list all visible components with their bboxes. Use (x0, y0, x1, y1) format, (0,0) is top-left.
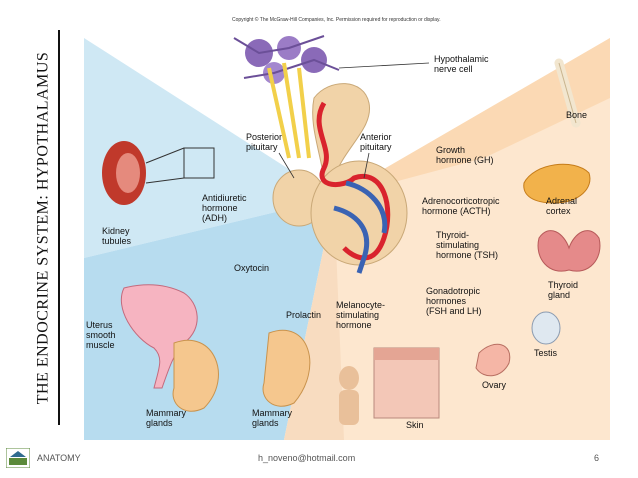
human-body (339, 390, 359, 425)
leader-posterior (278, 152, 295, 179)
uterus (120, 284, 198, 389)
axons (267, 62, 311, 159)
figure-art (84, 35, 610, 440)
label-tsh: Thyroid- stimulating hormone (TSH) (436, 230, 499, 260)
label-growth-hormone: Growth hormone (GH) (436, 145, 494, 165)
label-thyroid-gland: Thyroid gland (548, 280, 579, 300)
peach-band (334, 38, 610, 198)
leader-anterior (363, 152, 370, 179)
nerve-cells (233, 35, 340, 84)
adrenal-cortex (523, 163, 591, 204)
page-number: 6 (594, 453, 600, 463)
footer: ANATOMY h_noveno@hotmail.com 6 (0, 448, 638, 470)
label-bone: Bone (566, 110, 588, 120)
copyright-notice: Copyright © The McGraw-Hill Companies, I… (232, 17, 441, 23)
peach-sector (284, 38, 610, 440)
footer-course: ANATOMY (37, 453, 81, 463)
testis (531, 311, 561, 345)
logo-icon (6, 448, 30, 468)
veins (333, 180, 388, 274)
label-kidney-tubules: Kidney tubules (102, 226, 132, 246)
label-hypothalamic-nerve-cell: Hypothalamic nerve cell (434, 54, 489, 74)
thyroid (537, 230, 601, 272)
label-posterior-pituitary: Posterior pituitary (246, 132, 283, 152)
label-mammary-right: Mammary glands (252, 408, 292, 428)
human-head (339, 366, 359, 390)
label-mammary-left: Mammary glands (146, 408, 186, 428)
label-uterus: Uterus smooth muscle (86, 320, 116, 350)
side-title: THE ENDOCRINE SYSTEM: HYPOTHALAMUS (28, 30, 60, 425)
hypothalamus-figure: Hypothalamic nerve cell Posterior pituit… (84, 8, 610, 440)
label-acth: Adrenocorticotropic hormone (ACTH) (422, 196, 500, 216)
footer-email: h_noveno@hotmail.com (258, 453, 356, 463)
kidney (102, 141, 215, 205)
label-gonadotropic: Gonadotropic hormones (FSH and LH) (426, 286, 482, 316)
label-anterior-pituitary: Anterior pituitary (360, 132, 392, 152)
leader-nerve (338, 62, 430, 69)
ovary (475, 343, 511, 377)
title-rule (58, 30, 60, 425)
label-adh: Antidiuretic hormone (ADH) (202, 193, 247, 223)
label-ovary: Ovary (482, 380, 507, 390)
skin-surface (374, 348, 439, 360)
artery (316, 101, 391, 261)
label-adrenal-cortex: Adrenal cortex (546, 196, 578, 216)
label-msh: Melanocyte- stimulating hormone (336, 300, 386, 330)
label-testis: Testis (534, 348, 558, 358)
slide-title: THE ENDOCRINE SYSTEM: HYPOTHALAMUS (34, 51, 52, 405)
label-oxytocin: Oxytocin (234, 263, 270, 273)
mammary-right (262, 330, 311, 407)
label-prolactin: Prolactin (286, 310, 322, 320)
label-skin: Skin (406, 420, 424, 430)
mammary-left (172, 340, 219, 412)
